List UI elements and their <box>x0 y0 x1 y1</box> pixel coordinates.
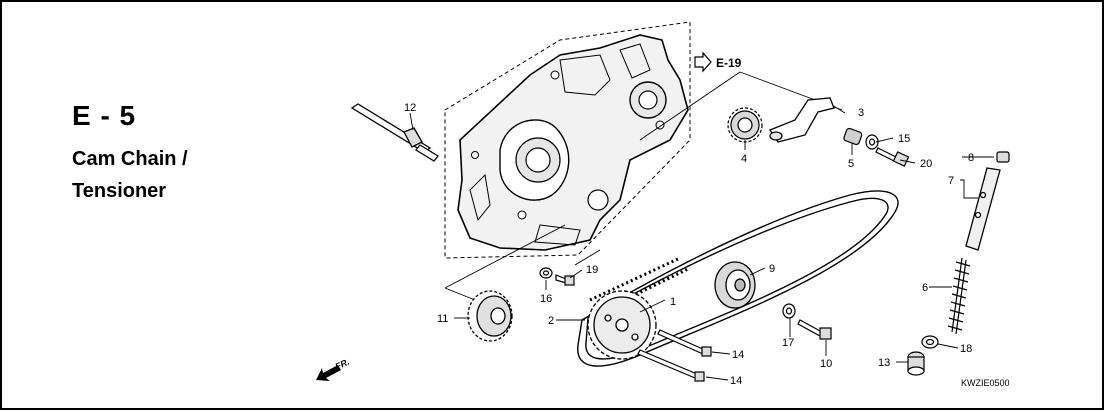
callout-14-lower: 14 <box>730 375 742 387</box>
leader-lines <box>444 71 843 301</box>
lower-sprocket-part-11 <box>467 290 513 342</box>
callout-8: 8 <box>968 152 974 164</box>
pusher-rod-part-7 <box>965 167 1001 251</box>
diagram-title-line-2: Tensioner <box>72 180 167 202</box>
callout-7: 7 <box>948 175 954 187</box>
callout-20: 20 <box>920 158 932 170</box>
sealing-washer-part-18 <box>921 335 939 349</box>
callout-9: 9 <box>769 263 775 275</box>
callout-1: 1 <box>670 296 676 308</box>
front-arrow <box>316 365 341 381</box>
callout-17: 17 <box>782 337 794 349</box>
stud-bolt-part-12 <box>350 103 439 162</box>
catalog-code: KWZIE0500 <box>961 378 1010 388</box>
callout-19: 19 <box>586 264 598 276</box>
callout-13: 13 <box>878 357 890 369</box>
tensioner-bracket-part-3 <box>769 97 835 143</box>
callout-10: 10 <box>820 358 832 370</box>
diagram-title-line-1: Cam Chain / <box>72 148 188 170</box>
bolt-part-10 <box>797 319 832 340</box>
diagram-code: E - 5 <box>72 100 137 131</box>
spring-part-6 <box>947 257 971 335</box>
callout-2: 2 <box>548 315 554 327</box>
callout-15: 15 <box>898 133 910 145</box>
drive-sprocket-part-1 <box>587 290 657 360</box>
front-marker-label: FR. <box>334 357 351 372</box>
washer-part-15 <box>865 134 879 150</box>
bolt-part-14-lower <box>637 349 705 382</box>
callout-leaders <box>409 104 994 381</box>
plug-bolt-part-13 <box>907 351 925 376</box>
cap-bolt-part-8 <box>996 151 1010 163</box>
callout-3: 3 <box>858 107 864 119</box>
bolt-part-19 <box>555 274 575 286</box>
bolt-part-14-upper <box>657 329 712 357</box>
callout-18: 18 <box>960 343 972 355</box>
washer-part-17 <box>782 303 796 319</box>
callout-labels: 1 2 3 4 5 6 7 8 9 10 11 12 13 14 14 15 1… <box>404 102 974 387</box>
crankcase-assembly <box>444 21 691 259</box>
collar-part-5 <box>843 127 863 146</box>
tensioner-roller-part-9 <box>714 261 756 309</box>
washer-part-16 <box>539 267 553 279</box>
callout-16: 16 <box>540 293 552 305</box>
callout-11: 11 <box>437 313 448 325</box>
reference-arrow <box>694 51 712 73</box>
bolt-part-20 <box>875 147 910 167</box>
callout-14-upper: 14 <box>732 349 744 361</box>
cam-sprocket-part-4 <box>727 107 763 143</box>
callout-6: 6 <box>922 282 928 294</box>
callout-12: 12 <box>404 102 416 114</box>
callout-5: 5 <box>848 158 854 170</box>
callout-4: 4 <box>741 153 747 165</box>
reference-label: E-19 <box>716 56 742 70</box>
